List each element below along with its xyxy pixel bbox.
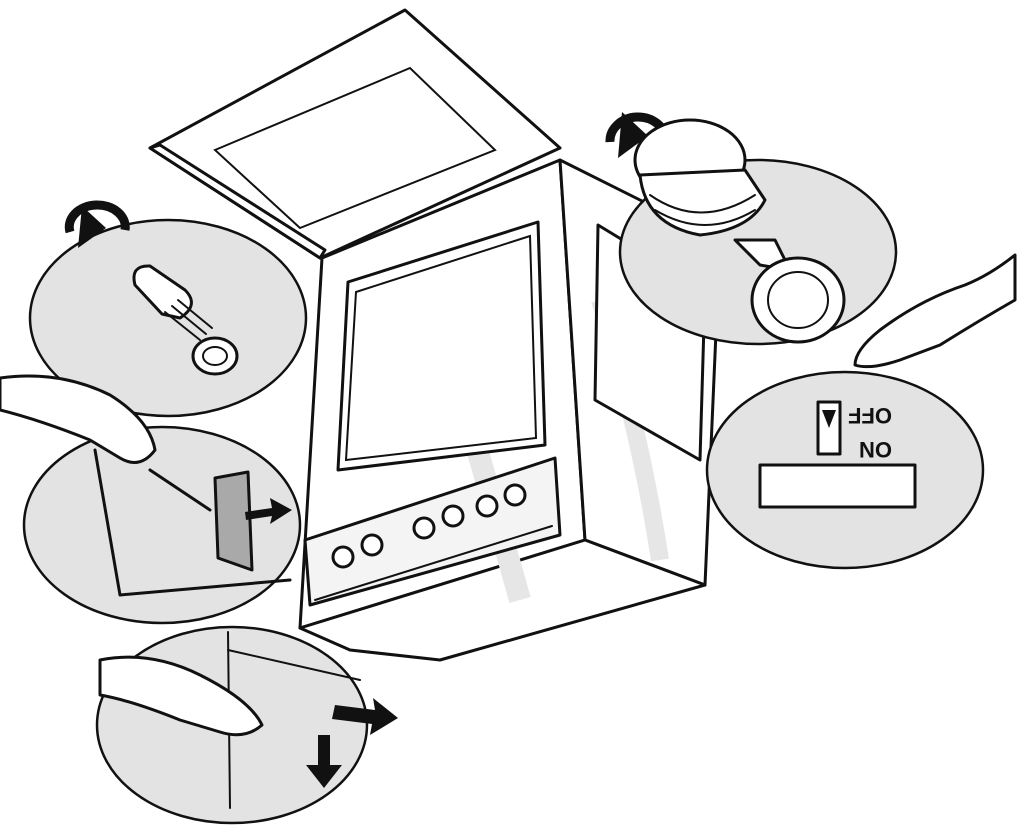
lamp-bulb-small (132, 264, 239, 376)
callout-filter-removal (0, 374, 302, 625)
arrow-down-icon (306, 735, 342, 788)
rotate-arrow-icon (64, 200, 130, 248)
hand-switch (853, 253, 1017, 369)
hand-drawer (98, 655, 264, 737)
lamp-cover (633, 118, 792, 272)
switch-on-label: ON (859, 437, 892, 462)
callout-lamp-large (605, 112, 898, 346)
arrow-right-icon (245, 498, 292, 524)
control-knobs (331, 483, 527, 569)
front-window (336, 220, 547, 472)
hand-screwdriver (0, 374, 157, 464)
callout-lamp-small (28, 200, 308, 418)
callout-drawer-removal (95, 625, 398, 825)
lamp-socket (750, 256, 846, 344)
label-plate (758, 463, 917, 509)
filter-panel (213, 470, 254, 572)
callout-power-switch: OFF ON (705, 253, 1017, 570)
arrow-right-icon-2 (332, 698, 398, 735)
appliance-body (148, 8, 722, 662)
lid-window (213, 66, 497, 230)
switch-off-label: OFF (848, 403, 892, 428)
